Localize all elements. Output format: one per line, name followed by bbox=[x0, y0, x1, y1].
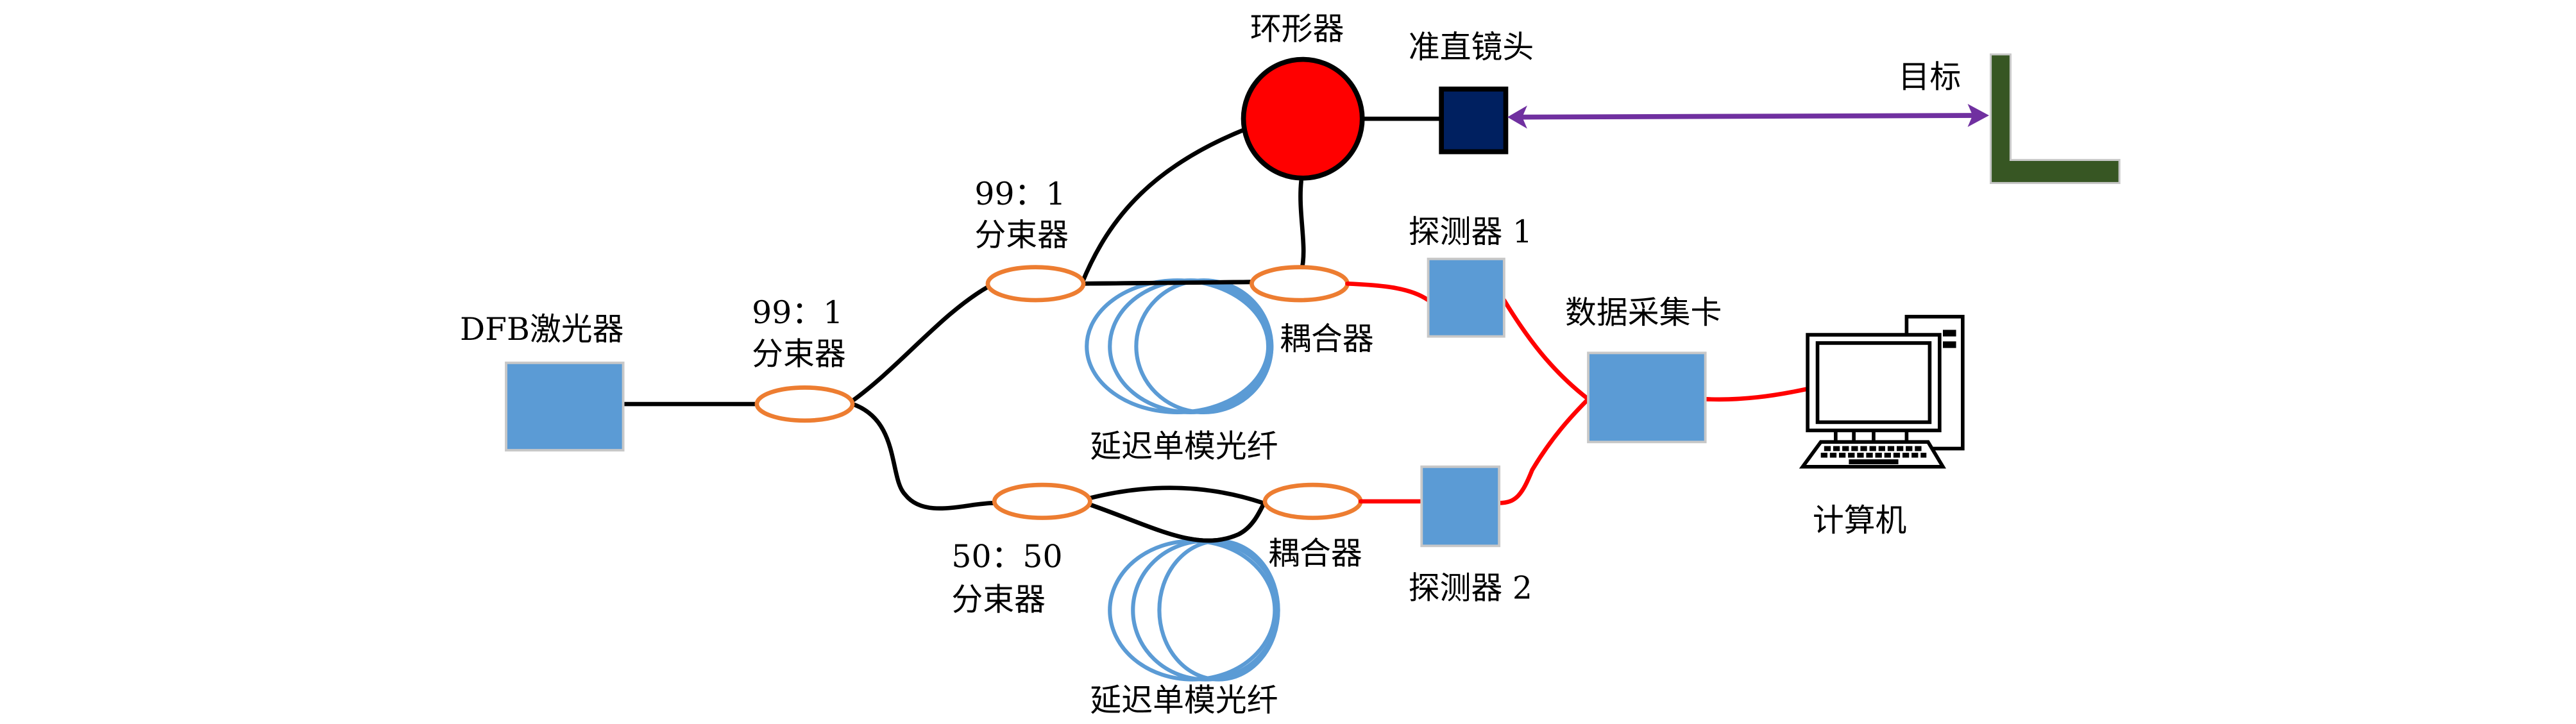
detector-1-box bbox=[1427, 257, 1505, 338]
wire-detector2-to-daq bbox=[1496, 397, 1591, 505]
delay-fiber1-label: 延迟单模光纤 bbox=[1090, 428, 1278, 464]
dfb-laser-box bbox=[505, 361, 625, 452]
splitter-99-1-second bbox=[985, 265, 1086, 303]
circulator bbox=[1241, 56, 1365, 181]
splitter1-ratio-label: 99：1 bbox=[752, 294, 843, 331]
coupler-1 bbox=[1250, 265, 1350, 303]
computer-icon bbox=[1799, 314, 1965, 469]
laser-label: DFB激光器 bbox=[460, 311, 624, 348]
computer-label: 计算机 bbox=[1813, 502, 1907, 539]
coupler1-label: 耦合器 bbox=[1280, 321, 1374, 357]
fiber-splitter1-to-splitter3 bbox=[850, 401, 997, 511]
daq-card-box bbox=[1587, 351, 1707, 444]
splitter1-name-label: 分束器 bbox=[752, 335, 846, 372]
detector-2-box bbox=[1420, 465, 1501, 548]
wire-coupler1-to-detector1 bbox=[1345, 281, 1430, 303]
collimator-label: 准直镜头 bbox=[1409, 29, 1534, 65]
splitter-99-1-first bbox=[754, 385, 855, 423]
delay-fiber-coil-1 bbox=[1085, 278, 1274, 415]
wire-detector1-to-daq bbox=[1502, 298, 1591, 401]
fiber-splitter2-to-circulator bbox=[1080, 126, 1250, 286]
detector2-label: 探测器 2 bbox=[1409, 570, 1532, 607]
collimator-lens bbox=[1439, 87, 1509, 155]
coupler2-label: 耦合器 bbox=[1268, 535, 1362, 572]
delay-fiber2-label: 延迟单模光纤 bbox=[1090, 682, 1278, 718]
detector1-label: 探测器 1 bbox=[1409, 214, 1532, 250]
coupler-2 bbox=[1262, 482, 1363, 520]
circulator-label: 环形器 bbox=[1250, 11, 1344, 47]
wire-daq-to-computer bbox=[1703, 387, 1808, 402]
splitter3-name-label: 分束器 bbox=[951, 582, 1046, 618]
fiber-circulator-to-coupler1 bbox=[1298, 179, 1306, 274]
fiber-splitter1-to-splitter2 bbox=[850, 285, 990, 403]
splitter2-name-label: 分束器 bbox=[974, 217, 1069, 253]
splitter-50-50 bbox=[992, 482, 1092, 520]
target-icon bbox=[1990, 53, 2121, 185]
daq-label: 数据采集卡 bbox=[1565, 294, 1722, 331]
delay-fiber-coil-2 bbox=[1108, 539, 1280, 682]
target-label: 目标 bbox=[1899, 58, 1962, 95]
splitter3-ratio-label: 50：50 bbox=[951, 539, 1062, 575]
fiber-splitter3-to-coupler2-upper bbox=[1088, 485, 1266, 505]
laser-beam-arrow bbox=[1507, 104, 1989, 129]
splitter2-ratio-label: 99：1 bbox=[974, 176, 1065, 212]
